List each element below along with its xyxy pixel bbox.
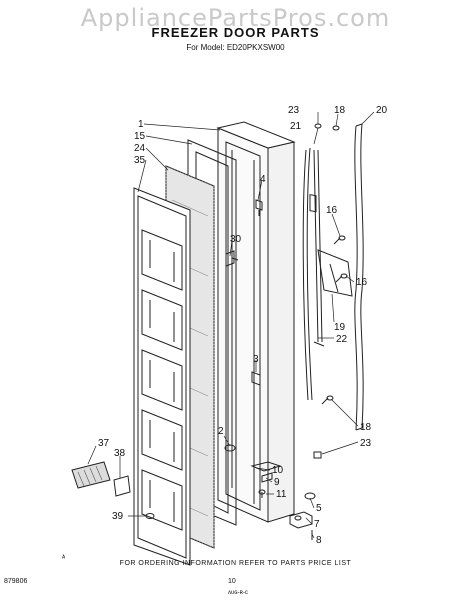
callout-2: 2 [218,426,224,437]
hinge-part-10 [250,461,282,472]
model-line: For Model: ED20PKXSW00 [186,43,285,52]
callout-18-top: 18 [334,105,346,116]
screw-part-18-bottom [321,395,334,405]
callout-21: 21 [290,121,302,132]
screw-part-4 [255,199,263,216]
callout-19: 19 [334,322,346,333]
callout-8: 8 [316,535,322,546]
callout-18-bottom: 18 [360,422,372,433]
callout-16-upper: 16 [326,205,338,216]
callout-10: 10 [272,465,284,476]
callout-4: 4 [260,174,266,185]
callout-22: 22 [336,334,348,345]
cap-part-38 [113,475,131,497]
clip-part-3 [251,371,261,386]
callout-3: 3 [253,354,259,365]
callout-37: 37 [98,438,110,449]
screw-part-11 [258,489,266,498]
washer-part-5 [304,492,316,500]
page-number: 10 [228,578,236,585]
leader-lines [87,111,375,539]
callout-24: 24 [134,143,146,154]
callout-23-top: 23 [288,105,300,116]
callout-7: 7 [314,519,320,530]
watermark: AppliancePartsPros.com [80,4,391,32]
corner-mark: ᴬ [62,555,66,562]
screw-part-16a [333,235,346,245]
callout-15: 15 [134,131,146,142]
handle-part-22 [302,147,313,401]
callout-1: 1 [138,119,144,130]
callout-23-bottom: 23 [360,438,372,449]
door-panel-part [216,121,296,523]
callout-labels: 1 15 24 35 4 30 3 2 23 18 20 21 16 16 19… [98,105,388,546]
bushing-part-2 [224,444,236,452]
callout-5: 5 [316,503,322,514]
document-number: 879806 [4,578,28,585]
hinge-pin-part-9 [261,472,273,483]
bracket-part-30 [225,250,239,267]
callout-39: 39 [112,511,124,522]
callout-30: 30 [230,234,242,245]
handle-trim-part-20 [354,123,364,431]
callout-16-lower: 16 [356,277,368,288]
callout-35: 35 [134,155,146,166]
ordering-footer: FOR ORDERING INFORMATION REFER TO PARTS … [119,560,352,567]
screw-part-23-top [314,123,322,129]
callout-11: 11 [276,489,287,500]
callout-9: 9 [274,477,280,488]
callout-38: 38 [114,448,126,459]
handle-bracket-part-19 [317,249,353,297]
grille-part-37 [71,461,111,489]
diagram-title: FREEZER DOOR PARTS [151,25,320,40]
screw-part-18-top [332,125,340,131]
screw-part-23-bottom [313,451,322,459]
printed-mark: ᴧᴜɢ-ʀ-ᴄ [228,590,248,596]
handle-mount-part-21 [309,149,325,347]
screw-part-16b [335,273,348,283]
callout-20: 20 [376,105,388,116]
inner-door-liner-part [133,187,191,566]
